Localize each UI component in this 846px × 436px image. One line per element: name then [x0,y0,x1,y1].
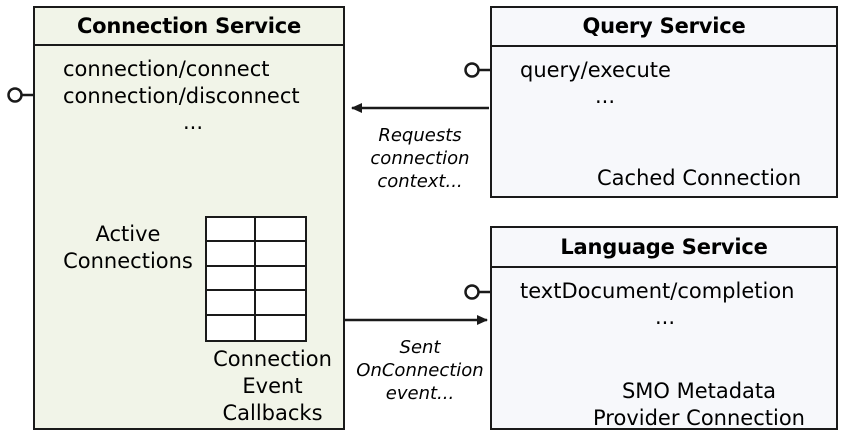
edge-label-sent-line-3: event... [385,383,455,404]
language-service-interfaces-ellipsis: ... [654,305,676,329]
edge-label-requests-line-1: Requests [378,125,462,146]
edge-label-requests-line-3: context... [377,171,463,192]
interface-query-execute[interactable]: query/execute [520,58,671,82]
connection-service-interface-list: connection/connect connection/disconnect… [63,56,323,134]
callbacks-label-line-1: Connection [213,347,332,371]
table-cell [207,242,256,267]
edge-label-sent-line-2: OnConnection [356,360,484,381]
callbacks-label-line-2: Event [242,374,303,398]
edge-label-requests-line-2: connection [370,148,470,169]
table-cell [207,315,256,340]
table-cell [256,218,305,243]
smo-label-line-2: Provider Connection [593,406,805,430]
query-service-interfaces-ellipsis: ... [594,84,616,108]
interface-connection-connect[interactable]: connection/connect [63,57,270,81]
language-service-title: Language Service [492,228,836,268]
smo-label-line-1: SMO Metadata [621,379,777,403]
connection-event-callbacks-label: Connection Event Callbacks [200,346,345,427]
table-cell [207,291,256,316]
table-cell [207,218,256,243]
connection-event-callbacks-table[interactable] [205,216,307,342]
edge-label-sent-onconnection-event: Sent OnConnection event... [350,336,490,405]
connection-service-body: connection/connect connection/disconnect… [35,46,343,426]
callbacks-label-line-3: Callbacks [222,401,323,425]
query-service-body: query/execute ... Cached Connection [492,47,836,195]
active-connections-line-2: Connections [63,249,193,273]
interface-connection-disconnect[interactable]: connection/disconnect [63,84,300,108]
connection-service-title: Connection Service [35,8,343,46]
table-cell [256,291,305,316]
component-query-service[interactable]: Query Service query/execute ... Cached C… [490,6,838,198]
table-cell [256,315,305,340]
interface-textdocument-completion[interactable]: textDocument/completion [520,279,795,303]
active-connections-label: Active Connections [53,221,203,275]
language-service-body: textDocument/completion ... SMO Metadata… [492,268,836,430]
component-language-service[interactable]: Language Service textDocument/completion… [490,226,838,430]
cached-connection-label: Cached Connection [597,166,802,190]
edge-label-requests-connection-context: Requests connection context... [355,124,485,193]
language-service-interface-list: textDocument/completion ... [520,278,810,329]
table-cell [207,266,256,292]
query-service-interface-list: query/execute ... [520,57,690,108]
smo-metadata-provider-connection-label: SMO Metadata Provider Connection [582,378,816,432]
component-connection-service[interactable]: Connection Service connection/connect co… [33,6,345,430]
query-service-title: Query Service [492,8,836,47]
table-cell [256,266,305,292]
active-connections-line-1: Active [95,222,161,246]
connection-service-interfaces-ellipsis: ... [182,110,204,134]
table-cell [256,242,305,267]
edge-label-sent-line-1: Sent [399,337,441,358]
